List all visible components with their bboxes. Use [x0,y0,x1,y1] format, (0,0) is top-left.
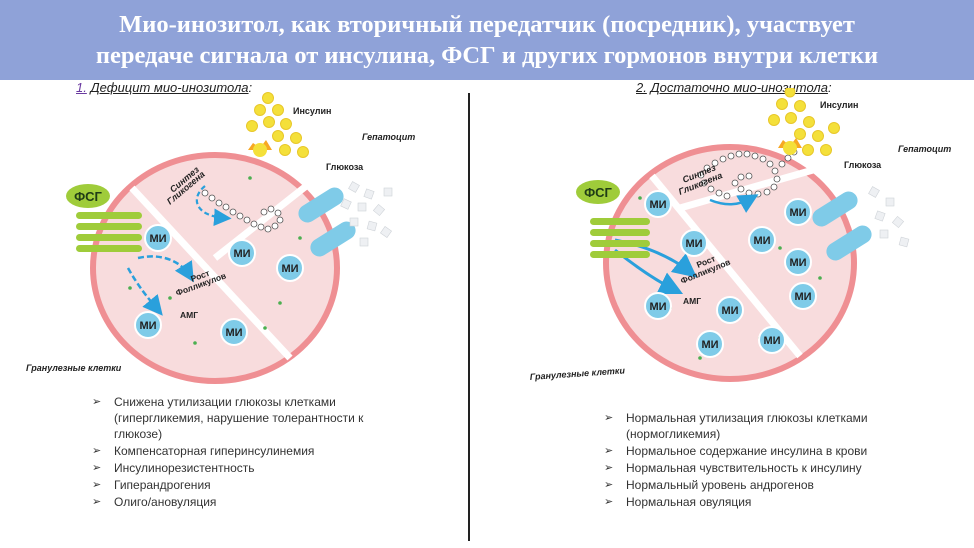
cell-partition [679,164,821,212]
fsh-label: ФСГ [74,189,102,204]
mi-label: МИ [139,320,156,332]
amh-arrow [126,267,163,316]
right-cell-diagram: МИ МИ МИ МИ МИ МИ МИ МИ МИ МИ Синтез Гли… [529,88,951,382]
arrow-bullet-icon: ➢ [604,496,614,508]
cell-partition [649,173,803,359]
amh-label: АМГ [683,296,701,306]
mi-molecule: МИ [696,330,724,358]
list-item: ➢Нормальный уровень андрогенов [604,478,814,492]
right-heading-suffix: : [827,80,832,95]
mi-molecule: МИ [748,226,776,254]
mi-molecule: МИ [789,282,817,310]
right-heading: 2. Достаточно мио-инозитола: [636,80,832,95]
insulin-molecules [768,88,840,156]
mi-label: МИ [794,291,811,303]
mi-molecule: МИ [758,326,786,354]
title-banner: Мио-инозитол, как вторичный передатчик (… [0,0,974,80]
list-item: ➢Снижена утилизации глюкозы клетками (ги… [92,395,364,441]
cell-partition [129,185,293,361]
mi-molecule: МИ [144,224,172,252]
left-heading-number: 1. [76,80,87,95]
mi-label: МИ [649,301,666,313]
insulin-receptor [778,138,802,155]
left-heading-text: Дефицит мио-инозитола [90,80,249,95]
mi-label: МИ [149,233,166,245]
granulosa-label: Гранулезные клетки [529,365,625,382]
cell-dots [128,176,302,345]
list-item: ➢Компенсаторная гиперинсулинемия [92,444,315,458]
granulosa-label: Гранулезные клетки [26,363,122,373]
amh-label: АМГ [180,310,198,320]
mi-molecule: МИ [680,229,708,257]
glucose-transporter [310,221,356,257]
panel-divider [468,93,470,541]
arrow-bullet-icon: ➢ [92,496,102,508]
glucose-label: Глюкоза [844,160,882,170]
mi-molecule: МИ [644,292,672,320]
mi-molecule: МИ [716,296,744,324]
arrow-bullet-icon: ➢ [92,396,102,408]
mi-label: МИ [789,257,806,269]
right-heading-text: Достаточно мио-инозитола [650,80,828,95]
mi-molecule: МИ [644,190,672,218]
mi-molecule: МИ [784,248,812,276]
list-item: ➢Нормальная овуляция [604,495,752,509]
glucose-label: Глюкоза [326,162,364,172]
mi-label: МИ [649,199,666,211]
left-heading-suffix: : [248,80,253,95]
mi-label: МИ [763,335,780,347]
follicle-arrow [137,255,194,283]
fsh-badge: ФСГ [576,180,620,204]
mi-label: МИ [701,339,718,351]
left-heading: 1. Дефицит мио-инозитола: [76,80,252,95]
fsh-receptor [76,212,142,252]
right-heading-number: 2. [636,80,647,95]
left-bullet-list: ➢Снижена утилизации глюкозы клетками (ги… [92,394,382,511]
glucose-transporter [812,191,858,227]
fsh-badge: ФСГ [66,184,110,208]
mi-label: МИ [233,248,250,260]
slide-title: Мио-инозитол, как вторичный передатчик (… [95,11,879,69]
glycogen-arrow [709,194,759,213]
glucose-molecules [868,186,910,248]
arrow-bullet-icon: ➢ [92,479,102,491]
mi-molecule: МИ [276,254,304,282]
mi-label: МИ [225,327,242,339]
hepatocyte-label: Гепатоцит [362,132,415,142]
arrow-bullet-icon: ➢ [92,462,102,474]
list-item: ➢Инсулинорезистентность [92,461,255,475]
glucose-transporter [826,225,872,261]
arrow-bullet-icon: ➢ [604,412,614,424]
mi-label: МИ [281,263,298,275]
insulin-receptor [248,140,272,157]
glucose-molecules [340,181,393,247]
left-cell-diagram: МИ МИ МИ МИ МИ Синтез Гликогена Рост Фол… [26,92,415,384]
glycogen-arrow [195,185,232,227]
mi-molecule: МИ [784,198,812,226]
mi-label: МИ [721,305,738,317]
list-item: ➢Олиго/ановуляция [92,495,217,509]
fsh-label: ФСГ [584,185,612,200]
mi-molecule: МИ [134,311,162,339]
list-item: ➢Нормальная утилизация глюкозы клетками … [604,411,868,441]
arrow-bullet-icon: ➢ [92,445,102,457]
fsh-receptor [590,218,650,258]
list-item: ➢Гиперандрогения [92,478,211,492]
mi-label: МИ [789,207,806,219]
list-item: ➢Нормальная чувствительность к инсулину [604,461,862,475]
hepatocyte-label: Гепатоцит [898,144,951,154]
arrow-bullet-icon: ➢ [604,479,614,491]
arrow-bullet-icon: ➢ [604,445,614,457]
mi-label: МИ [685,238,702,250]
insulin-label: Инсулин [820,100,858,110]
mi-molecule: МИ [220,318,248,346]
list-item: ➢Нормальное содержание инсулина в крови [604,444,868,458]
mi-molecule: МИ [228,239,256,267]
insulin-molecules [246,92,309,158]
insulin-label: Инсулин [293,106,331,116]
right-bullet-list: ➢Нормальная утилизация глюкозы клетками … [604,410,894,511]
arrow-bullet-icon: ➢ [604,462,614,474]
mi-label: МИ [753,235,770,247]
glucose-transporter [298,187,344,223]
